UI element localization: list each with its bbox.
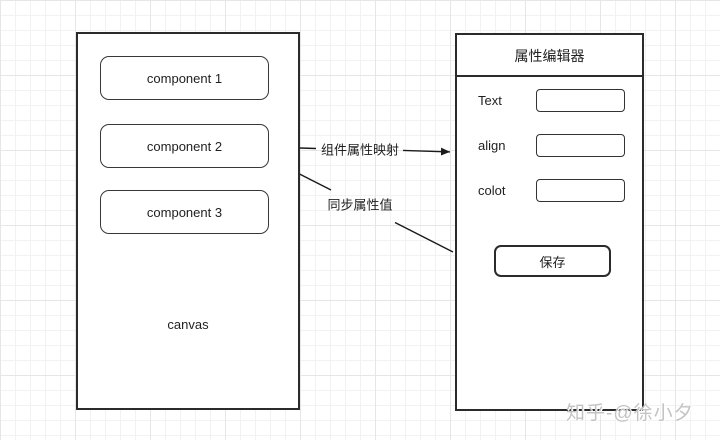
sync-arrow-label: 同步属性值 xyxy=(327,197,393,213)
canvas-label: canvas xyxy=(167,317,209,332)
editor-title: 属性编辑器 xyxy=(457,35,642,77)
text-field-input[interactable] xyxy=(536,89,625,112)
component-box-2[interactable]: component 2 xyxy=(100,124,269,168)
field-row-colot: colot xyxy=(457,179,642,202)
align-field-input[interactable] xyxy=(536,134,625,157)
component-box-1[interactable]: component 1 xyxy=(100,56,269,100)
field-row-align: align xyxy=(457,134,642,157)
field-row-text: Text xyxy=(457,89,642,112)
component-3-label: component 3 xyxy=(146,204,223,220)
colot-field-input[interactable] xyxy=(536,179,625,202)
component-box-3[interactable]: component 3 xyxy=(100,190,269,234)
watermark: 知乎-@徐小夕 xyxy=(566,403,694,424)
canvas-panel: component 1 component 2 component 3 canv… xyxy=(76,32,300,410)
property-editor-panel: 属性编辑器 Text align colot 保存 xyxy=(455,33,644,411)
align-field-label: align xyxy=(478,138,506,153)
mapping-arrow-label: 组件属性映射 xyxy=(320,142,400,158)
component-1-label: component 1 xyxy=(146,70,223,86)
component-2-label: component 2 xyxy=(146,138,223,154)
save-button[interactable]: 保存 xyxy=(494,245,611,277)
text-field-label: Text xyxy=(478,93,502,108)
colot-field-label: colot xyxy=(478,183,506,198)
